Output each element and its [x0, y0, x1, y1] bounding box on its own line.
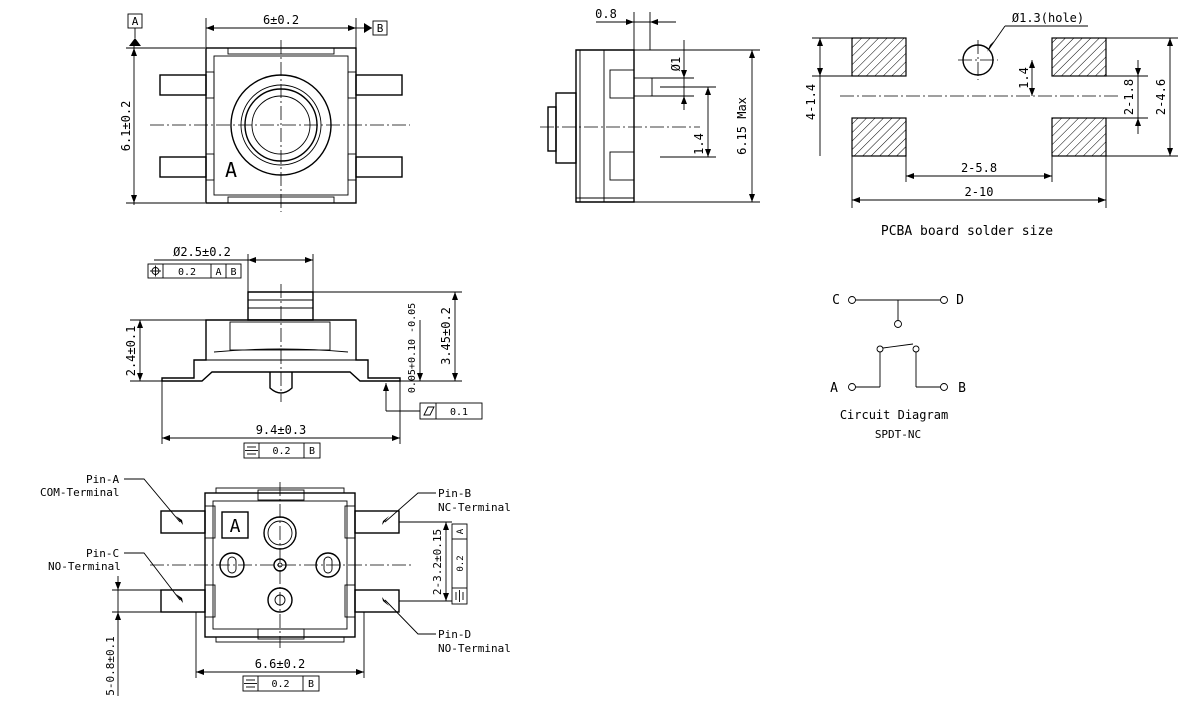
pin-c-label: Pin-C — [86, 547, 119, 560]
circuit-b-label: B — [958, 381, 966, 396]
svg-text:0.2: 0.2 — [456, 555, 466, 571]
bottom-right-tol-frame — [451, 523, 468, 605]
front-actuator — [247, 291, 314, 321]
flatness-tol-frame — [419, 402, 483, 420]
front-dim-gap: 0.05+0.10 -0.05 — [407, 303, 418, 393]
svg-text:B: B — [230, 267, 236, 278]
pin-c-terminal — [160, 589, 206, 613]
side-pin-bottom — [609, 151, 635, 181]
flatness-tol-value: 0.1 — [450, 407, 468, 418]
pin-b-sub: NC-Terminal — [438, 501, 511, 514]
front-view: Ø2.5±0.2 0.2 A B 2.4±0.1 3.45± — [124, 245, 483, 459]
terminal-bl — [159, 156, 207, 178]
circuit-a-node — [848, 383, 856, 391]
circuit-d-node — [940, 296, 948, 304]
circuit-switch-arm — [882, 343, 914, 349]
side-body — [575, 49, 635, 203]
circuit-caption: Circuit Diagram — [840, 408, 948, 422]
bottom-pin1-mark: A — [230, 516, 241, 537]
front-dim-right: 3.45±0.2 — [439, 307, 453, 365]
svg-text:A: A — [215, 267, 221, 278]
side-pin-top — [609, 69, 635, 99]
bottom-dim-right: 2-3.2±0.15 — [431, 529, 444, 595]
pad-br — [1051, 117, 1107, 157]
side-dim-small: 1.4 — [692, 133, 706, 155]
front-dia-dim: Ø2.5±0.2 — [173, 245, 231, 259]
circuit-sub: SPDT-NC — [875, 428, 921, 441]
front-body — [161, 319, 401, 382]
pin-c-sub: NO-Terminal — [48, 560, 121, 573]
pad-bl — [851, 117, 907, 157]
pin-d-label: Pin-D — [438, 628, 471, 641]
width-dim-text: 6±0.2 — [263, 13, 299, 27]
pin-d-terminal — [354, 589, 400, 613]
front-sym-frame — [243, 442, 321, 459]
circuit-c-label: C — [832, 293, 840, 308]
pcb-dim-2-5-8: 2-5.8 — [961, 161, 997, 175]
datum-a-label: A — [132, 15, 139, 28]
bottom-pin1-box — [221, 511, 249, 539]
pcb-dim-1-4: 1.4 — [1017, 67, 1031, 89]
terminal-br — [355, 156, 403, 178]
svg-text:B: B — [309, 446, 315, 457]
pcb-dim-left: 4-1.4 — [804, 84, 818, 120]
pin-a-sub: COM-Terminal — [40, 486, 119, 499]
pin1-mark: A — [225, 158, 237, 182]
front-width-dim: 9.4±0.3 — [256, 423, 307, 437]
bottom-sym-frame — [242, 675, 320, 692]
svg-text:B: B — [308, 679, 314, 690]
height-dim-text: 6.1±0.2 — [119, 101, 133, 152]
svg-text:0.2: 0.2 — [272, 446, 290, 457]
svg-text:0.2: 0.2 — [271, 679, 289, 690]
side-dim-pin: Ø1 — [669, 57, 683, 71]
circuit-button-node — [894, 320, 902, 328]
circuit-b-node — [940, 383, 948, 391]
front-dim-left: 2.4±0.1 — [124, 326, 138, 377]
circuit-a-label: A — [830, 381, 838, 396]
pcb-layout: Ø1.3(hole) 4-1.4 1.4 2-1.8 2-4.6 2-5.8 — [804, 11, 1178, 239]
pcb-dim-2-10: 2-10 — [965, 185, 994, 199]
top-view: A 6.1±0.2 6±0.2 B — [119, 13, 410, 212]
side-dim-top: 0.8 — [595, 7, 617, 21]
terminal-tl — [159, 74, 207, 96]
side-dim-max: 6.15 Max — [735, 97, 749, 155]
pin-a-terminal — [160, 510, 206, 534]
pcb-dim-2-4-6: 2-4.6 — [1154, 79, 1168, 115]
circuit-d-label: D — [956, 293, 964, 308]
datum-a-triangle — [129, 38, 141, 46]
bottom-view: A Pin-A COM-Terminal Pin-C NO-Terminal P… — [40, 473, 511, 696]
pad-tl — [851, 37, 907, 77]
pcb-caption: PCBA board solder size — [881, 224, 1053, 239]
bottom-width-dim: 6.6±0.2 — [255, 657, 306, 671]
pin-b-terminal — [354, 510, 400, 534]
terminal-tr — [355, 74, 403, 96]
front-stem — [269, 372, 293, 394]
side-view: 0.8 Ø1 1.4 6.15 Max — [540, 7, 760, 203]
pin-d-sub: NO-Terminal — [438, 642, 511, 655]
pin-b-label: Pin-B — [438, 487, 471, 500]
pcb-dim-2-1-8: 2-1.8 — [1122, 79, 1136, 115]
pcb-hole-label: Ø1.3(hole) — [1012, 11, 1084, 25]
datum-b-label: B — [377, 22, 384, 35]
circuit-diagram: C D A B Circuit Diagram SPDT-NC — [830, 293, 966, 441]
position-tol-frame — [147, 263, 242, 279]
position-tol-value: 0.2 — [178, 267, 196, 278]
svg-text:A: A — [456, 528, 466, 534]
bottom-dim-left: 5-0.8±0.1 — [104, 636, 117, 696]
pin-a-label: Pin-A — [86, 473, 119, 486]
datum-b-box — [372, 20, 388, 36]
side-actuator — [555, 92, 577, 164]
pad-tr — [1051, 37, 1107, 77]
circuit-c-node — [848, 296, 856, 304]
